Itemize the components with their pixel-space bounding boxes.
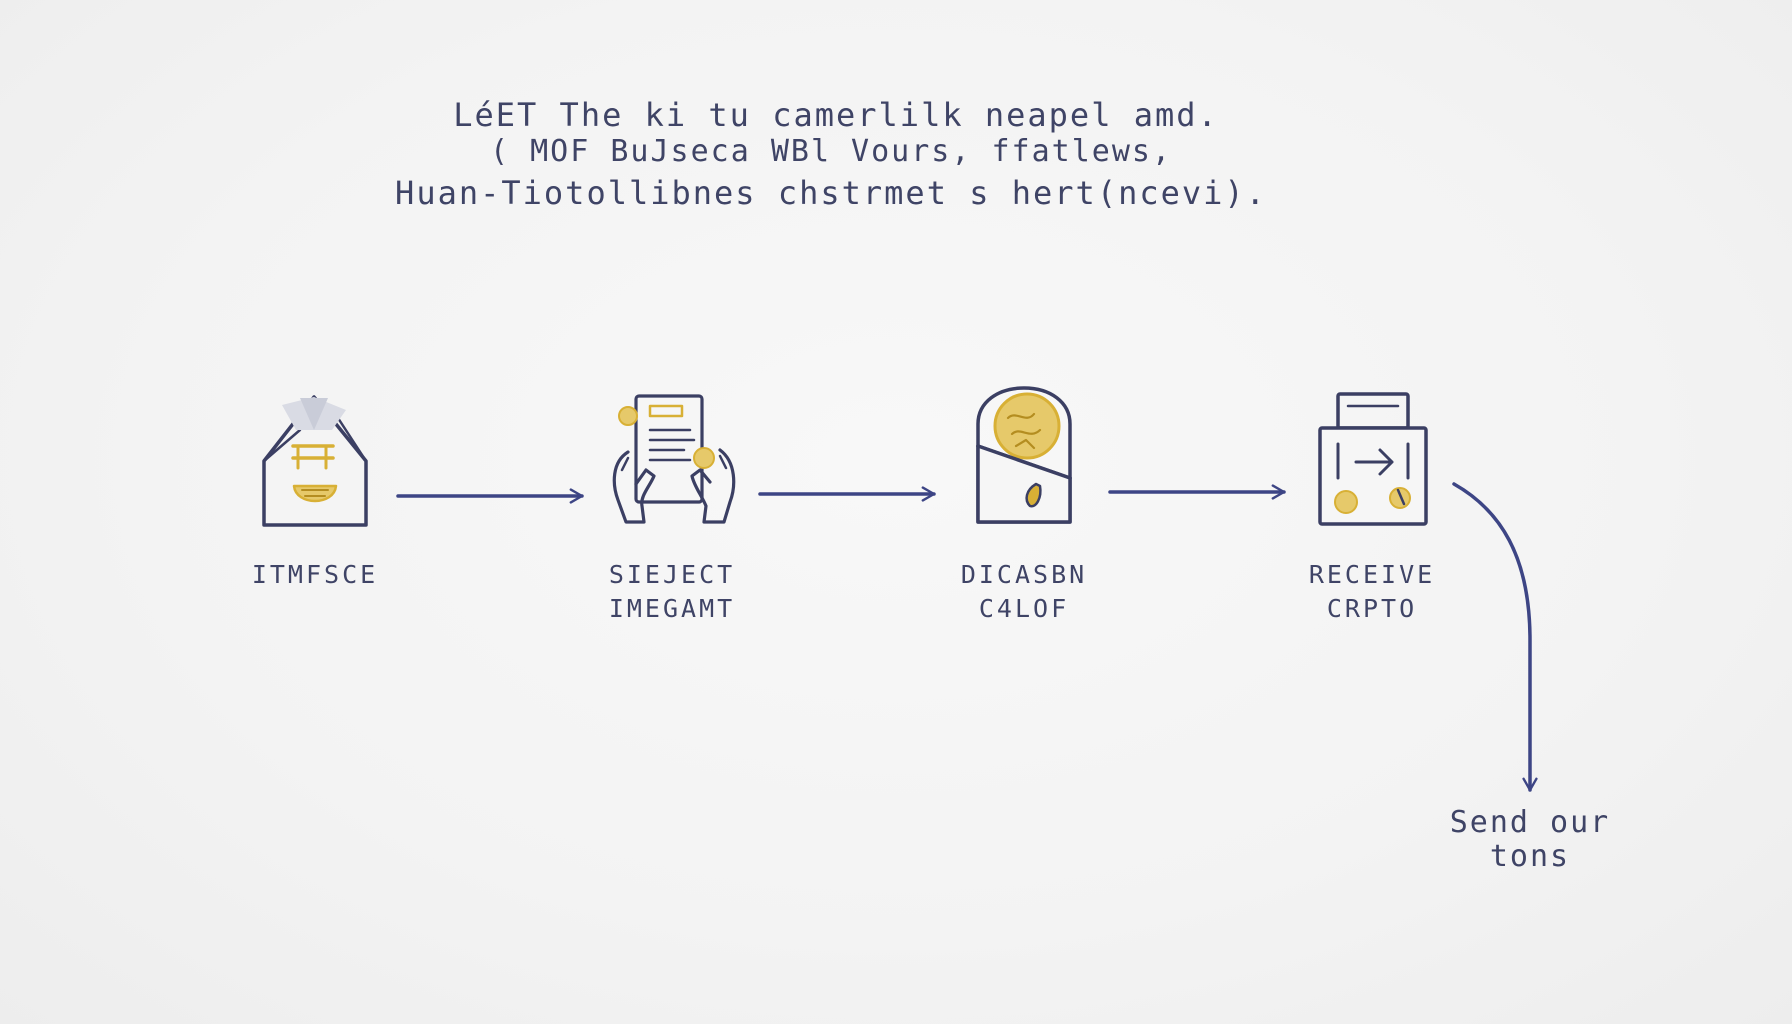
shield-coin-icon	[976, 386, 1072, 524]
step-label-3: DICASBN C4LOF	[960, 560, 1088, 623]
header-text: LéET The ki tu camerlilk neapel amd. ( M…	[0, 96, 1792, 216]
step-label-1: ITMFSCE	[251, 560, 379, 589]
header-line-2: ( MOF BuJseca WBl Vours, ffatlews,	[489, 134, 1173, 169]
header-line-3: Huan-Tiotollibnes chstrmet s hert(ncevi)…	[395, 174, 1267, 212]
step-label-4: RECEIVE CRPTO	[1308, 560, 1436, 623]
final-step-label: Send our tons	[1420, 806, 1640, 874]
hands-holding-document-icon	[612, 394, 736, 524]
house-envelope-icon	[262, 395, 368, 527]
step-label-2: SIEJECT IMEGAMT	[608, 560, 736, 623]
header-line-1: LéET The ki tu camerlilk neapel amd.	[453, 96, 1219, 134]
final-step-line-1: Send our	[1449, 805, 1611, 840]
arrow-4-curved	[1452, 482, 1538, 792]
final-step-line-2: tons	[1489, 839, 1571, 874]
wallet-arrow-icon	[1318, 392, 1428, 526]
